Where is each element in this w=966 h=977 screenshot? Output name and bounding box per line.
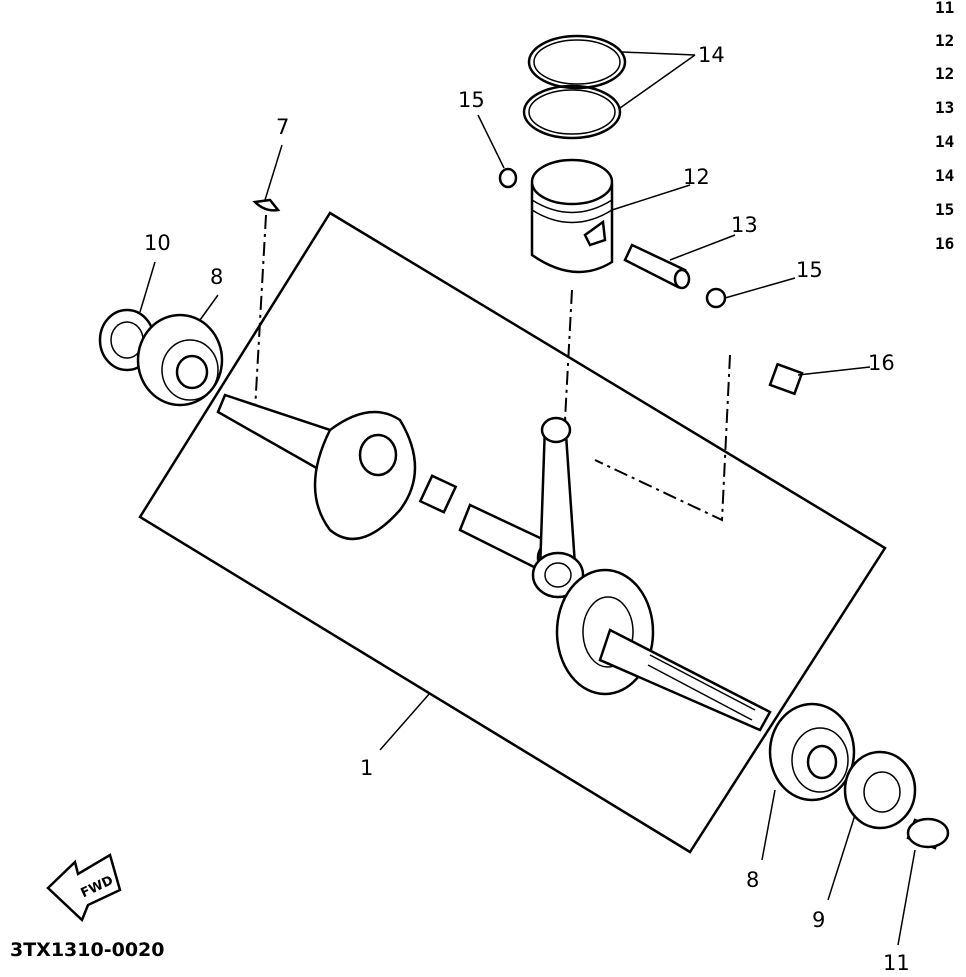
svg-text:14: 14 — [935, 166, 954, 185]
callout-16: 16 — [868, 351, 895, 375]
crankshaft-assembly-outline — [138, 211, 887, 854]
svg-text:12: 12 — [935, 31, 954, 50]
piston-rings — [522, 34, 627, 140]
svg-text:14: 14 — [935, 132, 954, 151]
crank-pin — [418, 474, 560, 574]
crank-web-right — [555, 568, 772, 732]
bearing-right — [768, 702, 856, 802]
piston — [530, 158, 614, 274]
woodruff-key — [252, 198, 281, 212]
svg-text:11: 11 — [935, 0, 954, 17]
collar — [906, 817, 950, 850]
callout-9: 9 — [812, 908, 825, 932]
diagram-code: 3TX1310-0020 — [10, 939, 164, 961]
clip-left — [498, 167, 518, 189]
svg-text:12: 12 — [935, 64, 954, 83]
callout-7: 7 — [276, 115, 289, 139]
small-end-bearing — [768, 362, 804, 396]
svg-text:16: 16 — [935, 234, 954, 253]
crank-web-left — [216, 393, 417, 541]
callout-14: 14 — [698, 43, 725, 67]
oil-seal-right — [843, 750, 917, 830]
bearing-left — [136, 313, 224, 407]
svg-text:15: 15 — [935, 200, 954, 219]
callout-13: 13 — [731, 213, 758, 237]
callout-15-right: 15 — [796, 258, 823, 282]
fwd-arrow-icon: FWD — [46, 853, 122, 923]
callout-8-left: 8 — [210, 265, 223, 289]
connecting-rod — [531, 416, 585, 599]
callout-15: 15 — [458, 88, 485, 112]
piston-pin — [623, 243, 691, 290]
callout-10: 10 — [144, 231, 171, 255]
callout-1: 1 — [360, 756, 373, 780]
clip-right — [705, 287, 727, 309]
svg-text:13: 13 — [935, 98, 954, 117]
callout-12: 12 — [683, 165, 710, 189]
index-column: 11 12 12 13 14 14 15 16 — [935, 0, 954, 253]
callout-8-right: 8 — [746, 868, 759, 892]
leader-lines — [139, 51, 916, 946]
callout-11: 11 — [883, 951, 910, 975]
